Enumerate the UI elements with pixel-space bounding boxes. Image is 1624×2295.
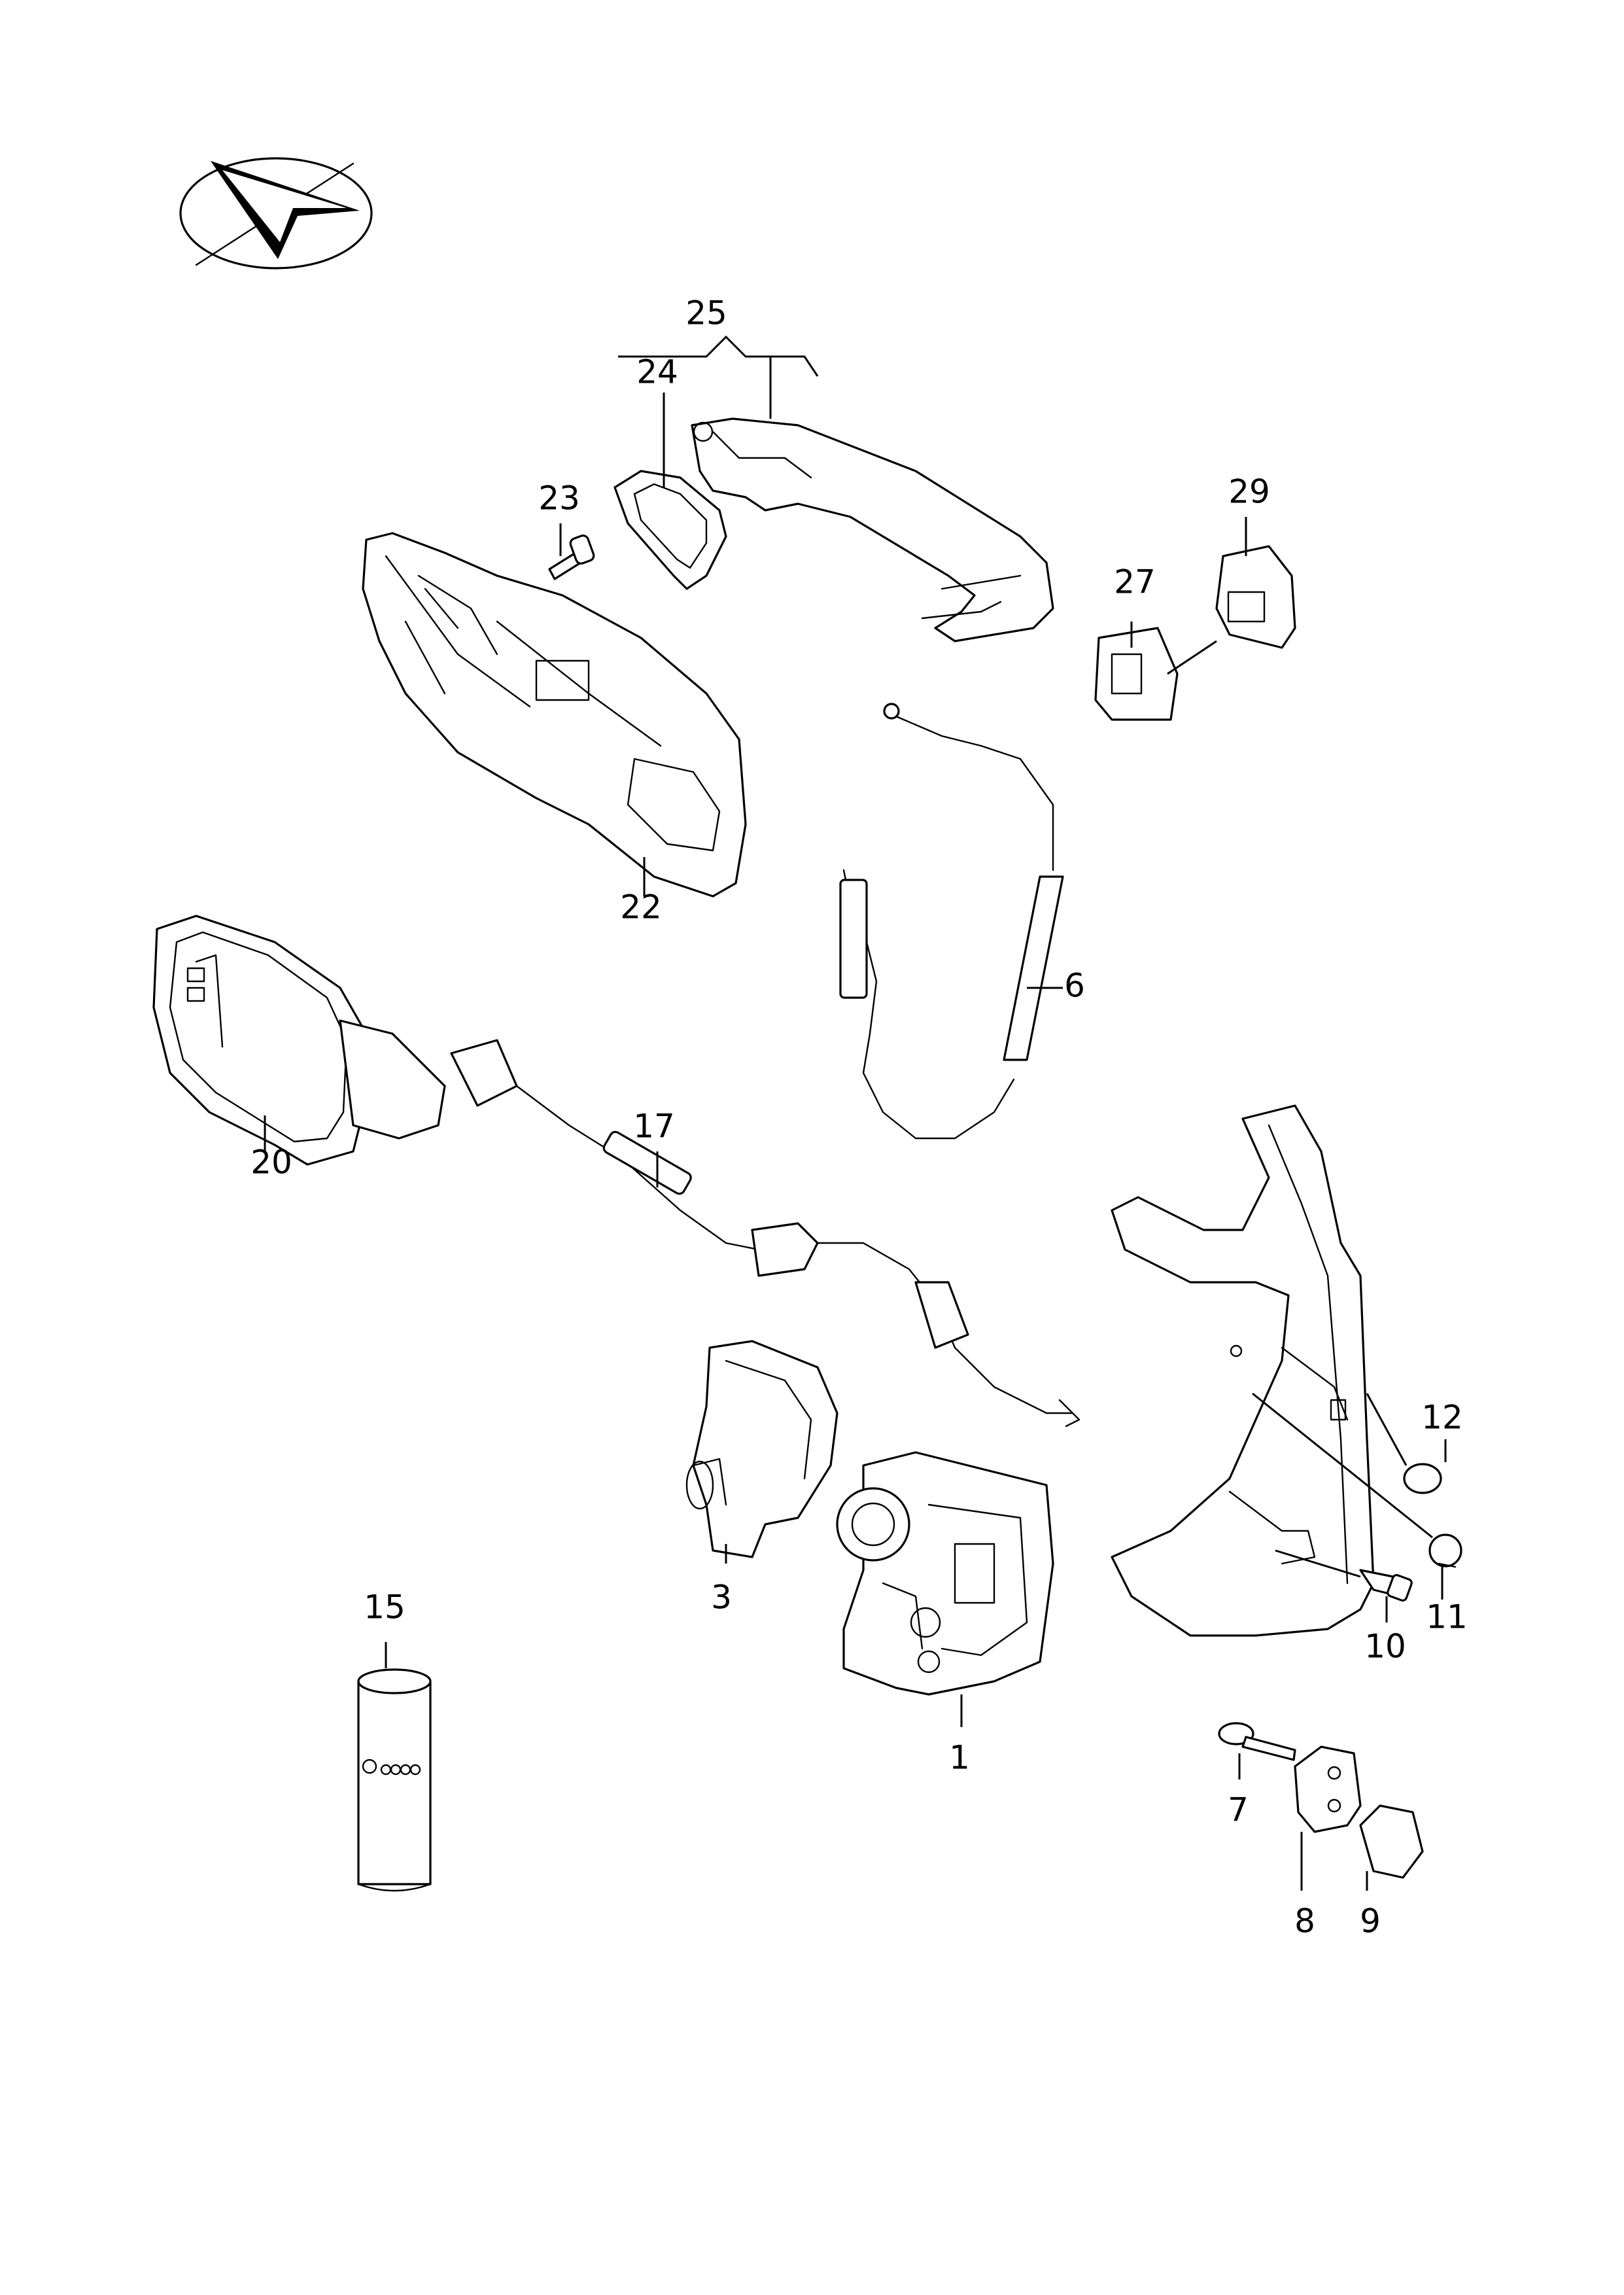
part-17-cable (450, 1039, 1080, 1428)
callout-20: 20 (251, 1144, 292, 1182)
part-10-bolt (1359, 1569, 1413, 1602)
callout-8: 8 (1294, 1902, 1315, 1940)
callout-9: 9 (1360, 1902, 1381, 1940)
callout-24: 24 (636, 353, 678, 391)
part-24-gasket (613, 470, 727, 590)
callout-17: 17 (633, 1108, 675, 1146)
callout-25: 25 (685, 294, 727, 332)
part-25-handle (691, 417, 1054, 642)
part-29-cap (1215, 545, 1296, 649)
orientation-arrow-icon (179, 157, 373, 270)
part-9-shim (1359, 1804, 1424, 1879)
part-11-cap-nut (1428, 1533, 1462, 1568)
callout-7: 7 (1228, 1791, 1249, 1829)
part-23-screw (548, 534, 595, 580)
brand-emblem-icon (362, 1759, 421, 1776)
door-pillar-body (1111, 1104, 1375, 1637)
part-7-screw (1218, 1722, 1296, 1761)
part-22-handle-carrier (362, 532, 747, 898)
part-12-plug (1403, 1463, 1442, 1494)
callout-12: 12 (1421, 1399, 1463, 1437)
callout-1: 1 (949, 1739, 970, 1777)
part-1-lock (836, 1451, 1054, 1696)
part-20-interior-handle (152, 915, 446, 1166)
part-3-lock-cover (685, 1340, 838, 1558)
part-27-cover (1094, 627, 1179, 721)
callout-3: 3 (711, 1579, 732, 1617)
callout-23: 23 (538, 480, 580, 517)
callout-29: 29 (1228, 473, 1270, 511)
part-6-cable (839, 703, 1064, 1140)
callout-22: 22 (620, 888, 662, 926)
part-15-aerosol-can (357, 1668, 432, 1892)
callout-15: 15 (364, 1588, 406, 1626)
callout-10: 10 (1364, 1628, 1406, 1666)
callout-6: 6 (1064, 967, 1085, 1005)
callout-11: 11 (1426, 1598, 1468, 1636)
part-8-striker (1294, 1745, 1362, 1833)
callout-27: 27 (1114, 563, 1156, 601)
